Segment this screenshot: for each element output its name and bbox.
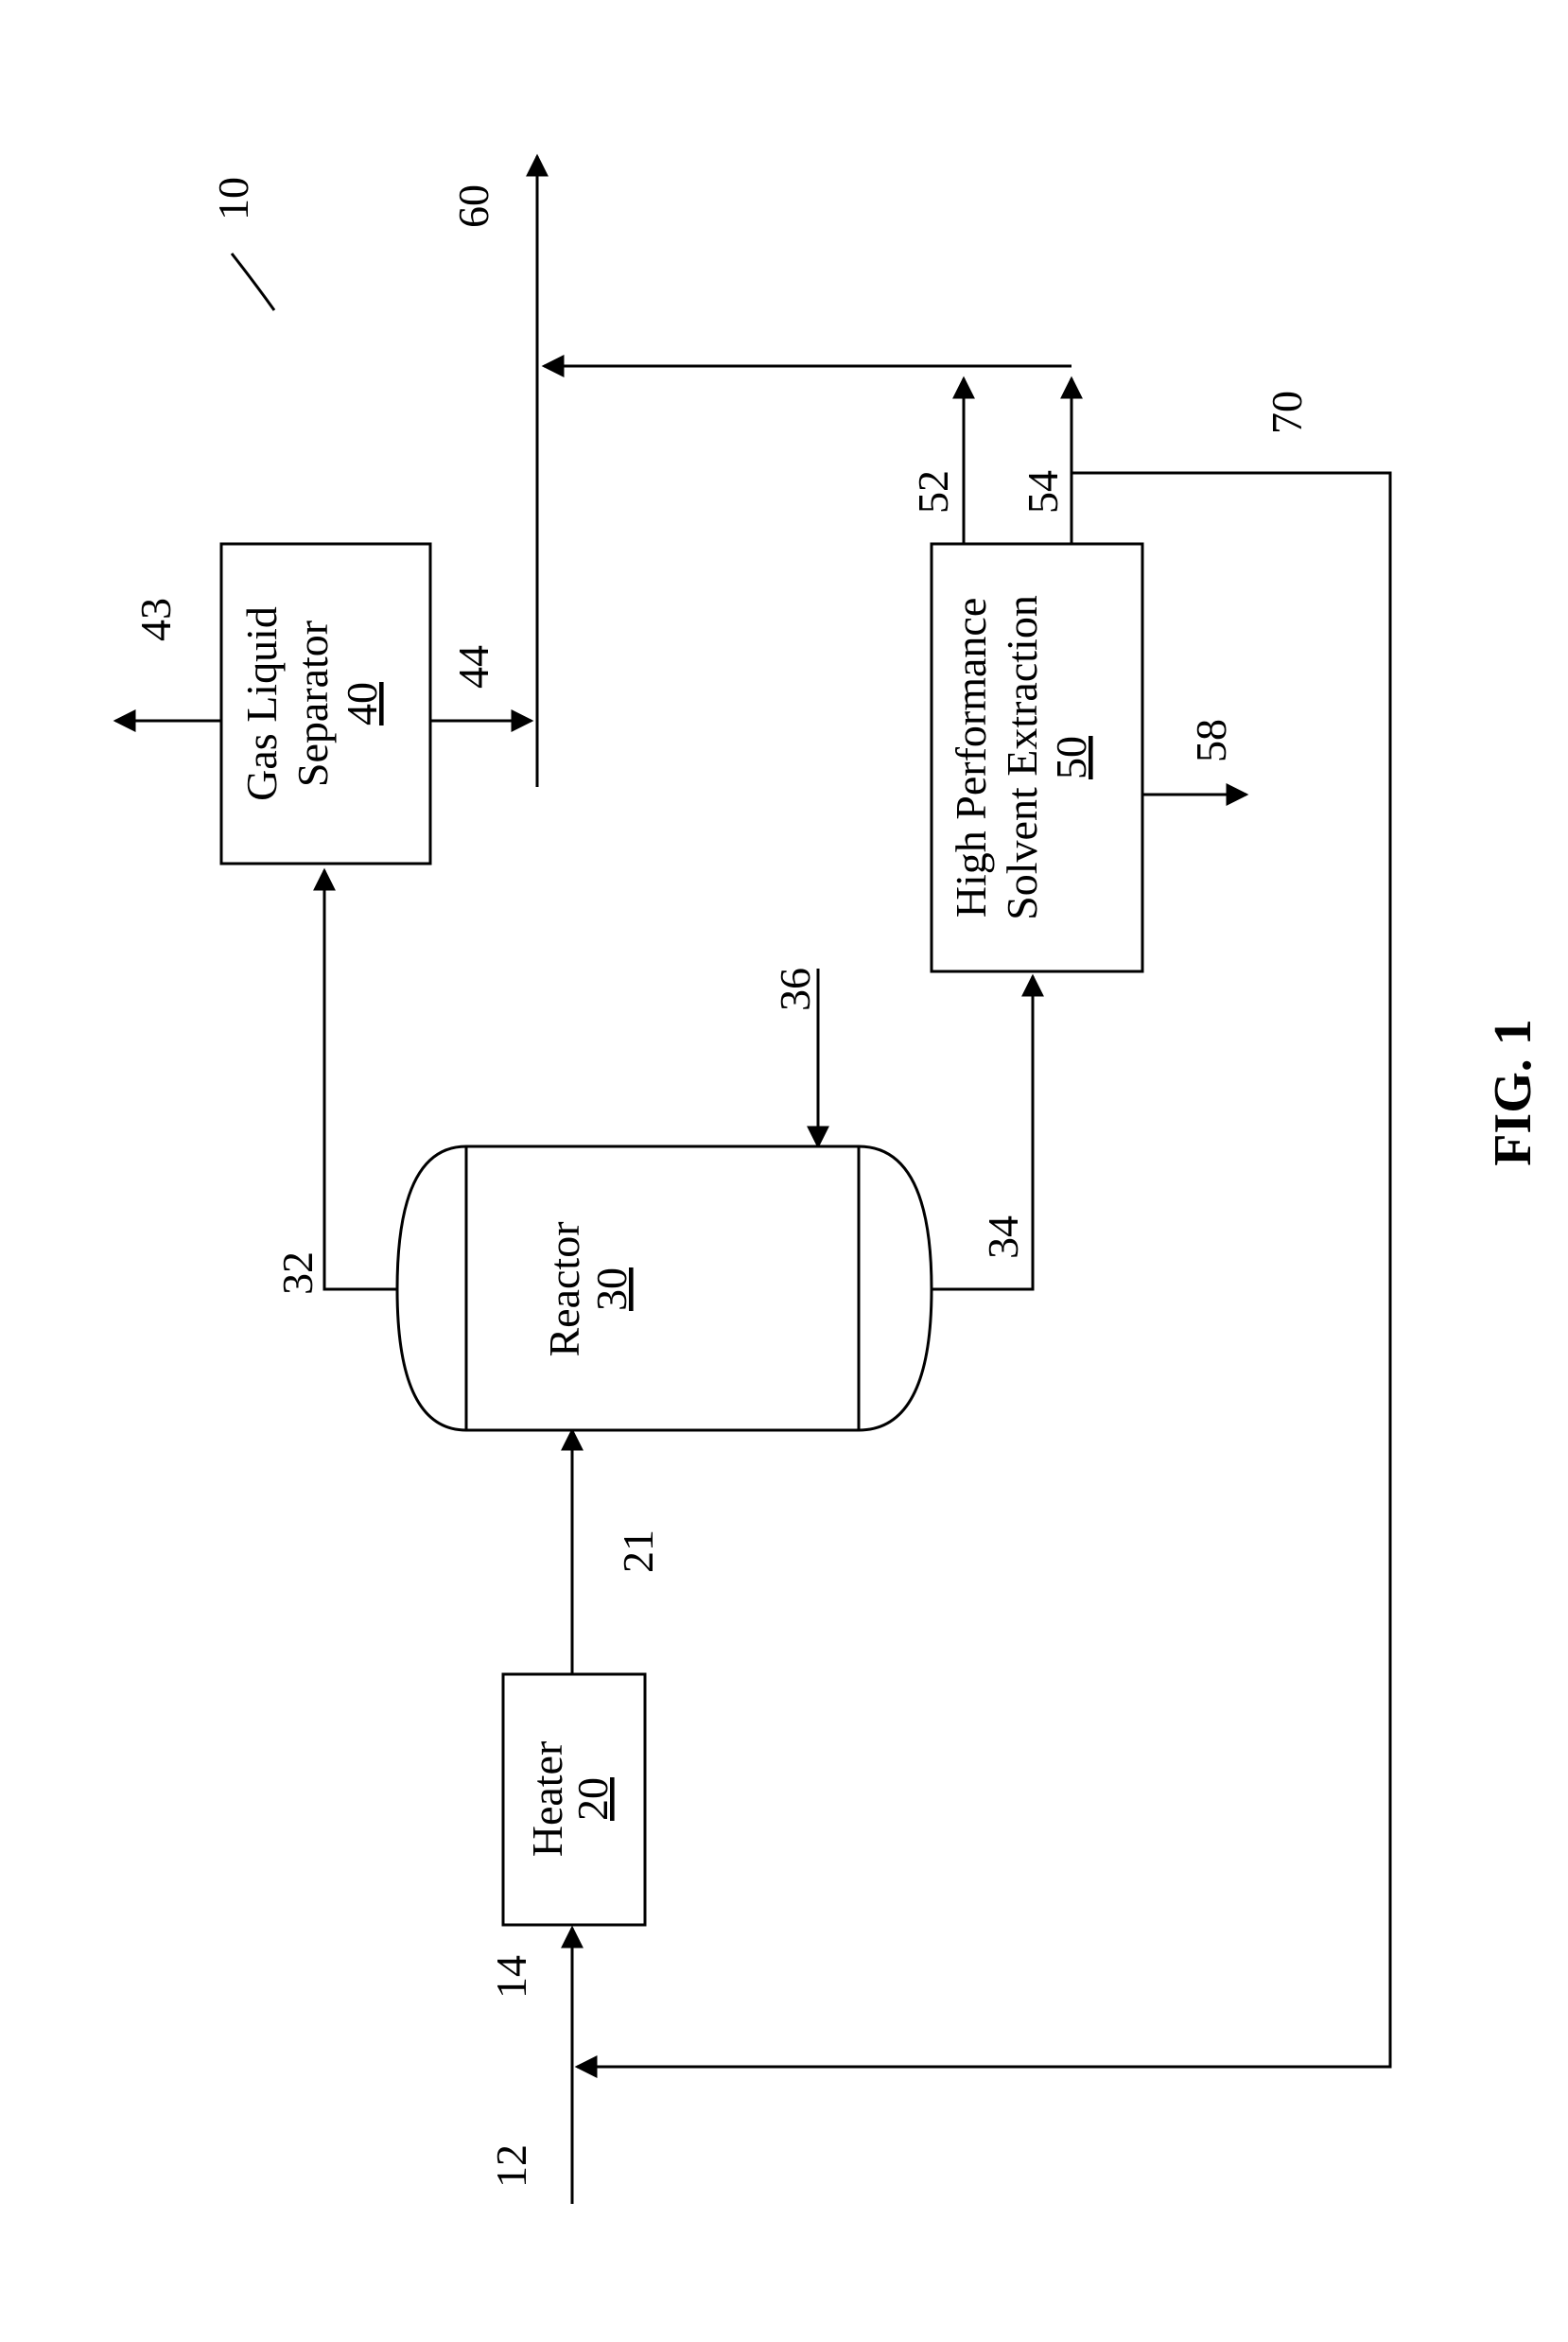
- stream-label-44: 44: [449, 645, 497, 689]
- separator-name-line1: Gas Liquid: [237, 606, 286, 801]
- stream-label-43: 43: [131, 598, 180, 641]
- stream-label-60: 60: [449, 184, 497, 228]
- separator-name-line2: Separator: [288, 620, 337, 787]
- stream-label-32: 32: [273, 1251, 322, 1295]
- extraction-ref: 50: [1047, 736, 1095, 779]
- stream-label-14: 14: [487, 1955, 535, 1999]
- figure-label: FIG. 1: [1484, 1019, 1542, 1166]
- stream-label-54: 54: [1019, 470, 1067, 514]
- gas-liquid-separator-block: Gas Liquid Separator 40: [221, 544, 430, 864]
- system-ref-10: 10: [209, 177, 257, 220]
- reactor-vessel: Reactor 30: [397, 1146, 932, 1430]
- heater-name: Heater: [523, 1741, 571, 1858]
- stream-label-21: 21: [614, 1529, 662, 1573]
- stream-label-12: 12: [487, 2144, 535, 2188]
- reference-10-leader: [232, 253, 274, 310]
- stream-label-52: 52: [909, 470, 957, 514]
- stream-label-34: 34: [979, 1215, 1027, 1259]
- stream-label-36: 36: [771, 968, 819, 1011]
- stream-label-58: 58: [1187, 719, 1235, 762]
- stream-32-line: [324, 870, 397, 1289]
- heater-block: Heater 20: [503, 1674, 645, 1925]
- reactor-name: Reactor: [540, 1221, 588, 1356]
- solvent-extraction-block: High Performance Solvent Extraction 50: [932, 544, 1142, 971]
- reactor-ref: 30: [587, 1267, 636, 1311]
- separator-ref: 40: [338, 682, 386, 725]
- heater-ref: 20: [568, 1777, 617, 1821]
- extraction-name-line1: High Performance: [947, 598, 995, 918]
- stream-label-70: 70: [1263, 391, 1311, 434]
- extraction-name-line2: Solvent Extraction: [998, 595, 1046, 920]
